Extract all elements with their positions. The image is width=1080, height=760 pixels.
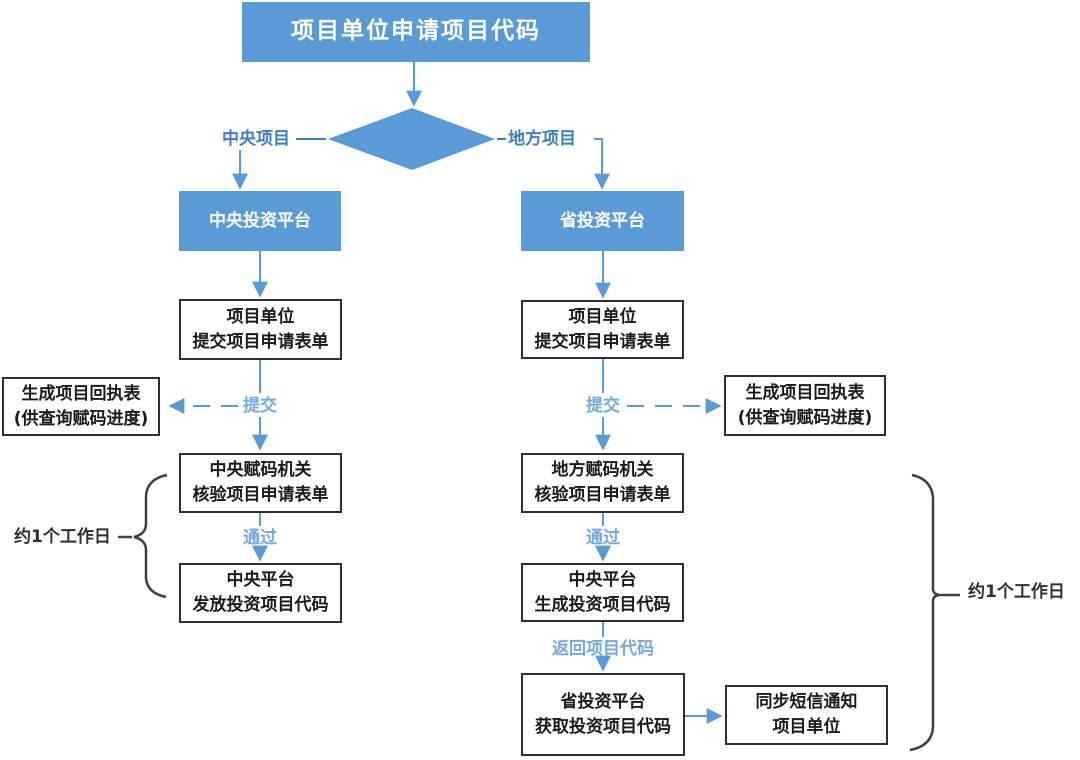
right-pass-label: 通过 [586,528,620,548]
right-generate-code-box: 中央平台 生成投资项目代码 [521,563,684,622]
left-verify-line2: 核验项目申请表单 [192,485,329,505]
left-submit-label: 提交 [243,396,277,416]
right-verify-line2: 核验项目申请表单 [534,485,671,505]
right-verify-box: 地方赋码机关 核验项目申请表单 [521,453,684,513]
left-receipt-line1: 生成项目回执表 [21,383,141,404]
left-receipt-line2: (供查询赋码进度) [13,408,149,429]
left-submit-form-line2: 提交项目申请表单 [192,331,329,352]
decision-diamond [328,108,495,170]
left-pass-label: 通过 [243,528,277,548]
right-obtain-line2: 获取投资项目代码 [535,716,671,737]
left-submit-form-line1: 项目单位 [226,306,295,327]
central-project-label: 中央项目 [222,129,290,149]
right-generate-line1: 中央平台 [568,569,637,590]
sms-notify-box: 同步短信通知 项目单位 [725,685,888,745]
left-issue-line2: 发放投资项目代码 [192,595,329,615]
right-obtain-line1: 省投资平台 [560,691,646,712]
provincial-platform-box: 省投资平台 [521,191,684,251]
sms-notify-line1: 同步短信通知 [755,692,858,713]
left-duration-bracket [133,473,168,599]
left-duration-label: 约1个工作日 [14,527,111,547]
left-verify-line1: 中央赋码机关 [209,460,312,481]
right-submit-form-line2: 提交项目申请表单 [534,331,671,352]
right-receipt-line2: (供查询赋码进度) [737,407,873,428]
right-submit-form-box: 项目单位 提交项目申请表单 [521,300,684,359]
left-submit-form-box: 项目单位 提交项目申请表单 [179,299,342,360]
central-platform-text: 中央投资平台 [209,210,311,231]
left-issue-code-box: 中央平台 发放投资项目代码 [179,563,342,623]
right-receipt-box: 生成项目回执表 (供查询赋码进度) [724,375,886,436]
sms-notify-line2: 项目单位 [772,717,841,737]
arrow-local-branch-elbow [594,138,610,190]
right-submit-label: 提交 [586,396,620,416]
right-receipt-line1: 生成项目回执表 [745,382,865,403]
right-submit-form-line1: 项目单位 [568,306,637,327]
left-verify-box: 中央赋码机关 核验项目申请表单 [179,453,342,513]
right-duration-bracket [909,473,940,752]
right-obtain-code-box: 省投资平台 获取投资项目代码 [521,673,685,756]
left-receipt-box: 生成项目回执表 (供查询赋码进度) [2,377,160,436]
provincial-platform-text: 省投资平台 [560,210,645,231]
right-verify-line1: 地方赋码机关 [551,460,654,481]
central-platform-box: 中央投资平台 [179,191,341,251]
left-issue-line1: 中央平台 [226,570,295,591]
local-project-label: 地方项目 [508,129,576,149]
title-text: 项目单位申请项目代码 [291,18,541,45]
right-duration-label: 约1个工作日 [968,582,1065,602]
title-box: 项目单位申请项目代码 [242,2,590,62]
right-generate-line2: 生成投资项目代码 [534,594,671,615]
return-code-label: 返回项目代码 [552,639,654,659]
